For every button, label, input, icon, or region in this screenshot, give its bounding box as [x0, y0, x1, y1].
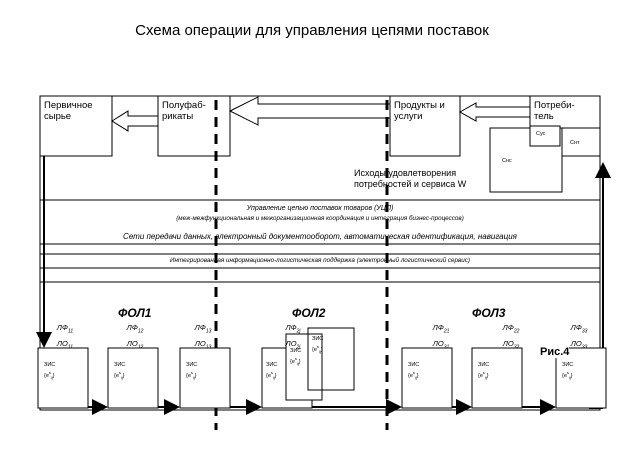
return-arrow-1 — [111, 110, 159, 132]
outer-frame — [39, 95, 601, 411]
box-raw-material — [39, 95, 113, 157]
band1-line1: Управление цепью поставок товаров (УЦП) — [246, 205, 394, 212]
store-text-3: ЗИС{esij} — [186, 362, 198, 380]
fol-3: ФОЛ3 — [472, 306, 506, 320]
store-text-4b: ЗИС{esij} — [290, 348, 302, 366]
lf-group-6: ЛФ22 ЛО32 — [502, 323, 520, 350]
lf-group-5: ЛФ21 ЛО31 — [432, 323, 450, 350]
store-text-7: ЗИС{esij} — [562, 362, 574, 380]
return-arrow-2 — [228, 96, 391, 126]
label-cnt: Cнт — [570, 140, 580, 146]
store-4b — [285, 333, 323, 401]
store-text-1: ЗИС{esij} — [44, 362, 56, 380]
return-arrow-3 — [458, 102, 531, 122]
lf-group-1: ЛФ11 ЛО11 — [56, 323, 74, 350]
label-sources: Исходы удовлетворения потребностей и сер… — [354, 168, 467, 189]
fol-1: ФОЛ1 — [118, 306, 152, 320]
lf-group-2: ЛФ12 ЛО12 — [126, 323, 144, 350]
box-semi-finished — [157, 95, 231, 157]
diagram-title: Схема операции для управления цепями пос… — [135, 22, 489, 39]
box-csc — [529, 125, 561, 147]
store-text-6: ЗИС{esij} — [478, 362, 490, 380]
box-products — [389, 95, 461, 157]
store-text-5: ЗИС{esij} — [408, 362, 420, 380]
lf-group-4: ЛФ2j ЛО2j — [285, 323, 301, 350]
store-text-4c: ЗИС{esij} — [312, 336, 324, 354]
label-semi-finished: Полуфаб- рикаты — [162, 100, 206, 122]
label-csc: Cус — [536, 131, 546, 137]
store-1 — [37, 347, 89, 409]
label-products: Продукты и услуги — [394, 100, 445, 122]
band2-text: Сети передачи данных, электронный докуме… — [123, 232, 517, 241]
store-5 — [401, 347, 453, 409]
lf-group-3: ЛФ13 ЛО13 — [194, 323, 212, 350]
store-text-4: ЗИС{esij} — [266, 362, 278, 380]
store-3 — [179, 347, 231, 409]
figure-label: Рис.4 — [540, 346, 570, 358]
box-cnt — [561, 127, 601, 157]
label-consumer: Потреби- тель — [534, 100, 575, 122]
band1-line2: (меж-межфункциональная и межорганизацион… — [176, 215, 464, 222]
store-4c — [307, 327, 355, 391]
store-6 — [471, 347, 523, 409]
store-7 — [555, 347, 607, 409]
store-2 — [107, 347, 159, 409]
fol-2: ФОЛ2 — [292, 306, 326, 320]
band3-text: Интегрированная информационно-логистичес… — [169, 257, 471, 264]
label-cnc: Cнс — [502, 158, 512, 164]
label-raw-material: Первичное сырье — [44, 100, 93, 122]
store-text-2: ЗИС{esij} — [114, 362, 126, 380]
lf-group-7: ЛФ33 ЛО33 — [570, 323, 588, 350]
